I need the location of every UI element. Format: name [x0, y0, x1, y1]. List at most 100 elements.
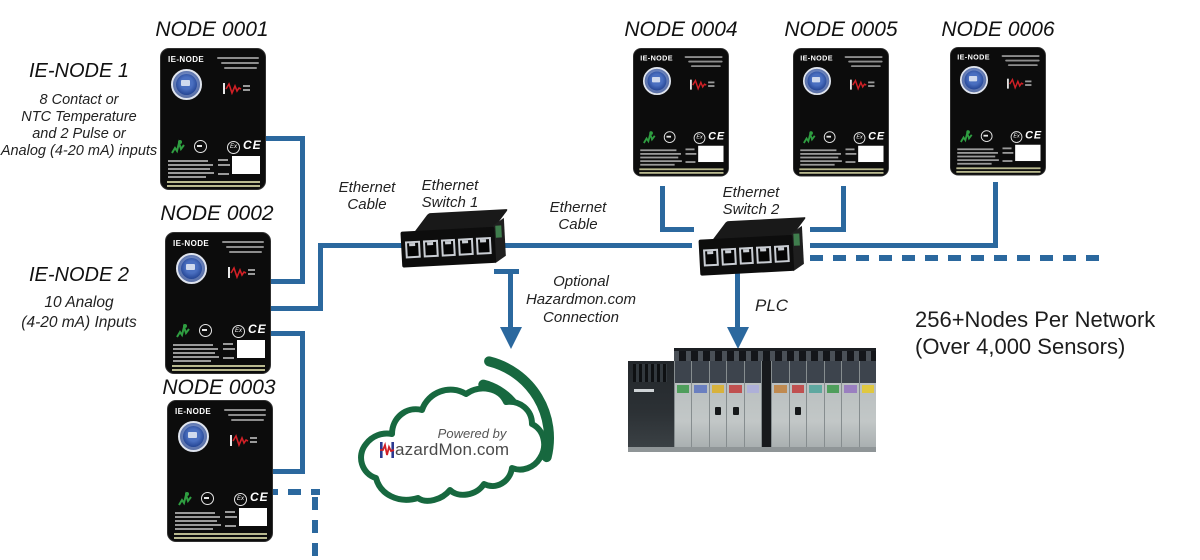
spec-text-bar: [168, 176, 206, 178]
plc-module: [858, 361, 877, 447]
fine-print-bar: [688, 60, 723, 63]
rj45-port-icon: [702, 248, 719, 267]
fine-print-bar: [684, 56, 723, 58]
dashed-network-continuation-h: [265, 489, 320, 495]
rj45-port-icon: [404, 240, 421, 258]
rj45-port-icon: [774, 244, 790, 263]
cable-node5-to-switch2: [810, 227, 846, 232]
spec-text-bar: [168, 160, 208, 162]
footer-text-bar: [639, 168, 724, 171]
hazardmon-arrow-elbow: [494, 269, 519, 274]
spec-text-bar: [957, 151, 998, 154]
spec-text-bar: [175, 528, 213, 530]
ie-node-1-title: IE-NODE 1: [28, 60, 130, 82]
rj45-port-icon: [756, 245, 772, 264]
manufacturer-circle-logo-icon: [959, 66, 989, 95]
ethernet-cable-1-label: Ethernet Cable: [338, 179, 396, 213]
cable-node2-to-node3: [300, 331, 305, 474]
fine-print-bar: [848, 60, 883, 63]
footer-text-bar: [956, 170, 1041, 173]
fine-print-bar: [1001, 55, 1040, 57]
green-sprout-icon: [643, 130, 656, 144]
spec-text-bar: [225, 516, 237, 518]
spec-text-bar: [640, 163, 675, 166]
ie-node-device-face: IE-NODE Ex CE: [160, 48, 266, 190]
spec-text-bar: [685, 161, 696, 163]
manufacturer-circle-logo-icon: [802, 67, 832, 96]
ce-mark: CE: [868, 129, 886, 143]
plc-rack-separator: [761, 361, 772, 447]
node-0005-device: IE-NODE Ex CE: [793, 48, 889, 179]
plc-keyswitch: [732, 407, 739, 415]
node-0002-device: IE-NODE Ex CE: [165, 232, 271, 374]
fine-print-bar: [850, 65, 881, 68]
serial-label-box: [698, 145, 724, 163]
cloud-outline: [358, 385, 548, 504]
cul-mark-icon: [199, 324, 212, 337]
serial-label-box: [1015, 144, 1041, 162]
ce-mark: CE: [243, 138, 262, 152]
spec-text-bar: [957, 162, 992, 165]
fine-print-bar: [229, 251, 262, 253]
device-brand-label: IE-NODE: [168, 55, 205, 64]
spec-text-bar: [640, 156, 679, 159]
dashed-network-continuation-v: [312, 497, 318, 560]
plc-module: [743, 361, 762, 447]
green-sprout-icon: [960, 129, 973, 143]
device-brand-label: IE-NODE: [175, 407, 212, 416]
dashed-network-continuation-right: [810, 255, 1106, 261]
hazardmon-h-logo-icon: [380, 441, 395, 458]
spec-text-bar: [957, 155, 996, 158]
ie-node-device-face: IE-NODE Ex CE: [165, 232, 271, 374]
node-0005-title: NODE 0005: [784, 18, 898, 41]
ethernet-cable-2-label: Ethernet Cable: [549, 199, 607, 233]
switch-front-face: [698, 234, 795, 276]
cable-node4-to-switch2: [660, 227, 694, 232]
footer-text-bar: [799, 168, 884, 171]
serial-label-box: [239, 508, 267, 526]
hazardmon-connection-label: Optional Hazardmon.com Connection: [525, 273, 637, 326]
plc-module: [674, 361, 692, 447]
plc-arrow-head-icon: [727, 327, 749, 349]
node-0006-device: IE-NODE Ex CE: [950, 47, 1046, 178]
cable-node5-drop: [841, 186, 846, 232]
serial-label-box: [858, 145, 884, 163]
plc-module: [823, 361, 842, 447]
cul-mark-icon: [201, 492, 214, 505]
hazardmon-brand-text: azardMon: [395, 440, 473, 459]
spec-text-bar: [223, 343, 233, 345]
green-sprout-icon: [176, 323, 190, 338]
green-sprout-icon: [803, 130, 816, 144]
spec-text-bar: [175, 520, 217, 522]
manufacturer-circle-logo-icon: [642, 67, 672, 96]
node-0004-title: NODE 0004: [624, 18, 738, 41]
serial-label-box: [237, 340, 265, 358]
spec-text-bar: [845, 161, 856, 163]
spec-text-bar: [685, 152, 697, 155]
hazardmon-mini-mark-icon: [690, 78, 715, 91]
spec-text-bar: [225, 525, 236, 527]
green-sprout-icon: [178, 491, 192, 506]
ie-node-2-description: 10 Analog (4-20 mA) Inputs: [21, 294, 137, 331]
node-0003-device: IE-NODE Ex CE: [167, 400, 273, 542]
hazardmon-cloud-icon: [358, 356, 554, 504]
plc-module: [841, 361, 859, 447]
spec-text-bar: [800, 152, 841, 155]
fine-print-bar: [217, 57, 259, 59]
ex-mark-icon: Ex: [693, 132, 706, 144]
manufacturer-circle-logo-icon: [171, 69, 202, 100]
footer-text-bar: [172, 369, 265, 371]
spec-text-bar: [175, 516, 220, 518]
rj45-port-icon: [458, 237, 474, 256]
cul-mark-icon: [194, 140, 207, 153]
ie-node-device-face: IE-NODE Ex CE: [950, 47, 1046, 176]
ce-mark: CE: [1025, 128, 1043, 142]
footer-text-bar: [167, 181, 260, 183]
switch-front-face: [400, 226, 497, 268]
spec-text-bar: [1002, 147, 1012, 150]
hazardmon-mini-mark-icon: [223, 82, 251, 96]
switch-side-label: [793, 233, 800, 246]
spec-text-bar: [218, 173, 229, 175]
powered-by-text: Powered by: [437, 426, 507, 441]
